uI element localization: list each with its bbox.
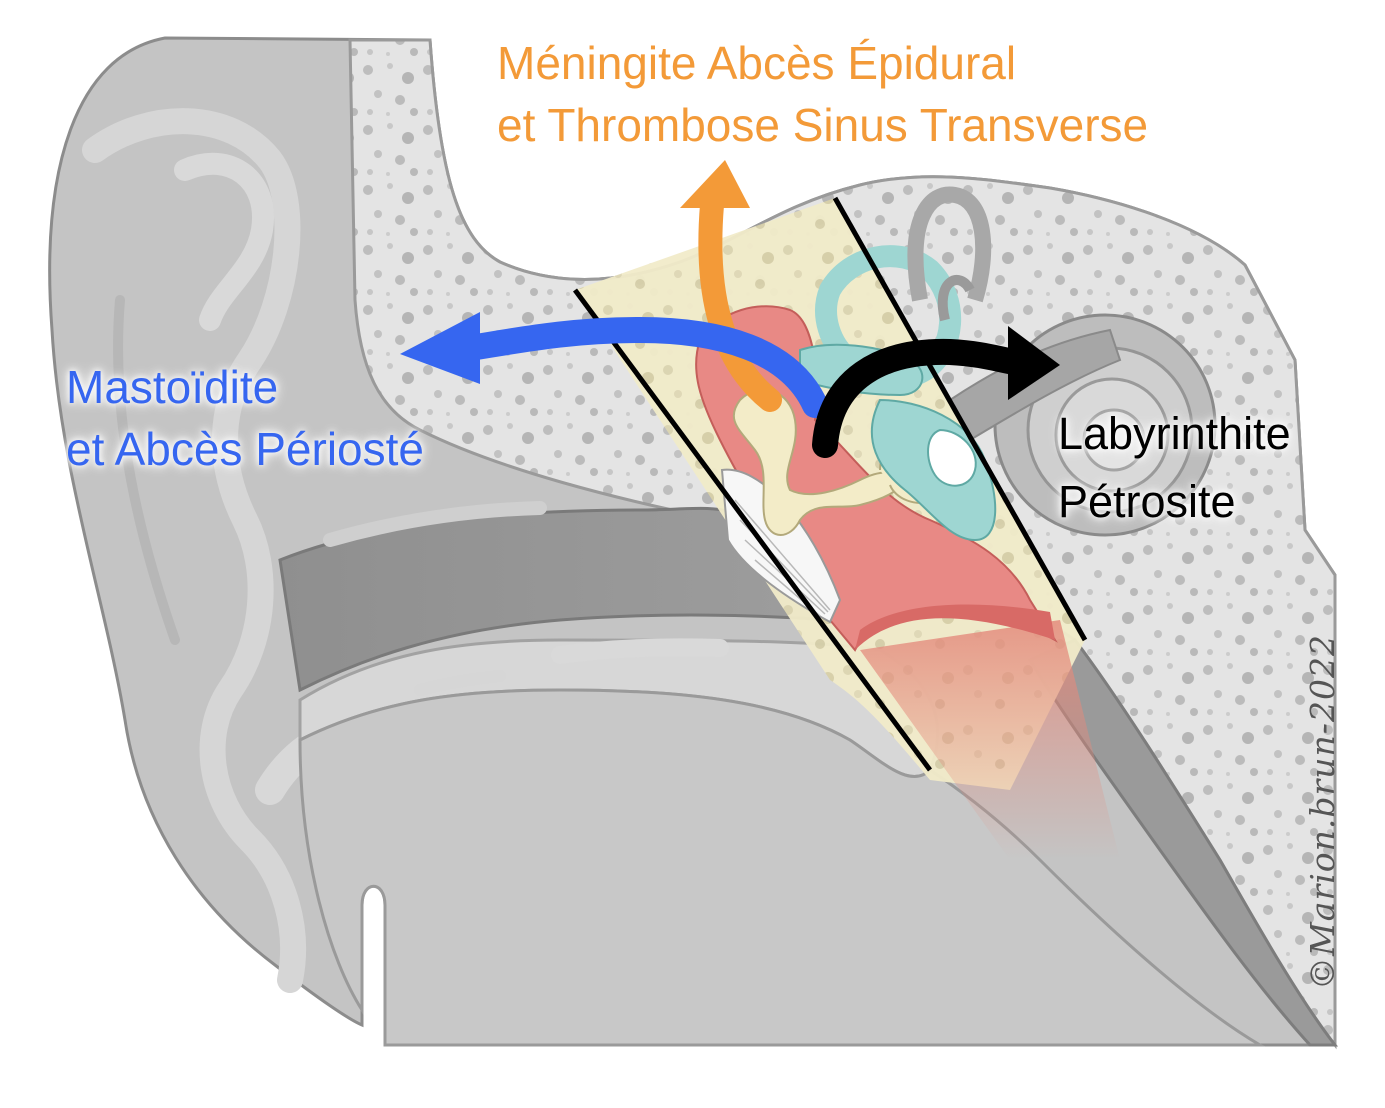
- orange-arrow: [680, 160, 782, 412]
- blue-arrow: [400, 312, 828, 418]
- tympanic-membrane: [720, 468, 842, 624]
- labyrinthitis-label: Labyrinthite Pétrosite: [1058, 400, 1291, 536]
- labyrinthitis-label-line2: Pétrosite: [1058, 476, 1236, 527]
- black-arrow: [812, 326, 1060, 458]
- author-credit: ©Marion.brun-2022: [1303, 634, 1342, 990]
- meningitis-label: Méningite Abcès Épidural et Thrombose Si…: [497, 32, 1148, 156]
- section-line-left: [572, 288, 933, 772]
- meningitis-label-line1: Méningite Abcès Épidural: [497, 37, 1017, 89]
- mastoiditis-label-line1: Mastoïdite: [66, 361, 279, 413]
- labyrinthitis-label-line1: Labyrinthite: [1058, 408, 1291, 459]
- mastoiditis-label: Mastoïdite et Abcès Périosté: [66, 356, 424, 480]
- mastoiditis-label-line2: et Abcès Périosté: [66, 423, 424, 475]
- section-line-right: [832, 196, 1088, 642]
- meningitis-label-line2: et Thrombose Sinus Transverse: [497, 99, 1149, 151]
- auricle: [0, 40, 375, 1108]
